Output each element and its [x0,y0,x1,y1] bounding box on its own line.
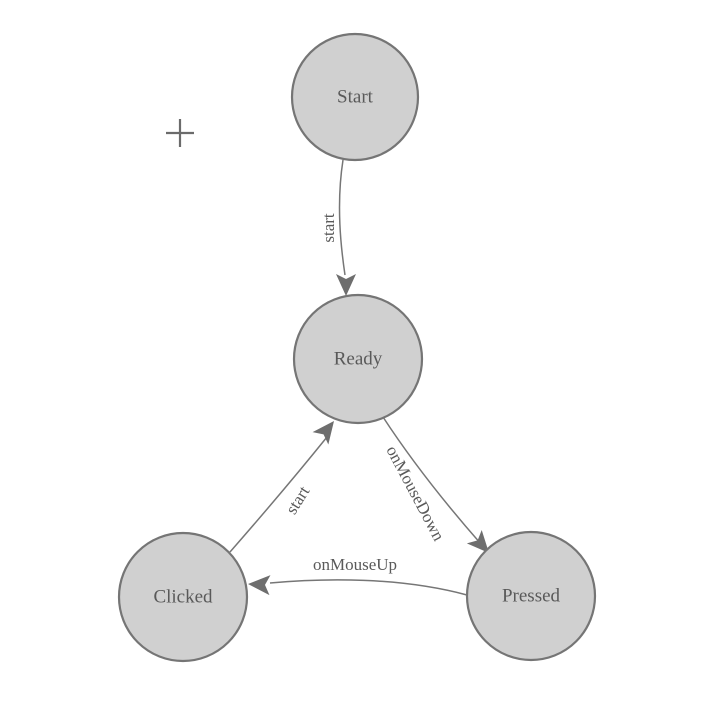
node-label-ready: Ready [334,348,383,369]
node-circle-clicked[interactable] [117,531,249,663]
arrow-head-icon-start-to-ready [336,274,356,296]
arrow-head-icon-clicked-to-ready [312,421,334,445]
edge-label-pressed-to-clicked[interactable]: onMouseUp [313,555,397,574]
node-circle-ready[interactable] [292,293,424,425]
edge-label-clicked-to-ready[interactable]: start [282,482,314,517]
node-ready[interactable]: Ready [292,293,424,425]
crosshair-marker [166,119,194,147]
edge-line-clicked-to-ready[interactable] [229,436,328,553]
edge-line-pressed-to-clicked[interactable] [269,579,468,596]
arrow-head-icon-pressed-to-clicked [248,575,271,596]
node-label-pressed: Pressed [502,585,561,606]
edge-label-start-to-ready[interactable]: start [319,213,338,243]
node-label-start: Start [337,86,374,107]
node-clicked[interactable]: Clicked [117,531,249,663]
edge-pressed-to-clicked[interactable]: onMouseUp [247,555,468,596]
node-start[interactable]: Start [290,32,420,162]
node-pressed[interactable]: Pressed [465,530,597,662]
edge-start-to-ready[interactable]: start [319,159,356,296]
edge-ready-to-pressed[interactable]: onMouseDown [382,416,496,560]
node-circle-start[interactable] [290,32,420,162]
edge-line-ready-to-pressed[interactable] [382,416,482,545]
node-label-clicked: Clicked [153,586,213,607]
arrow-head-icon-ready-to-pressed [466,529,489,553]
edge-clicked-to-ready[interactable]: start [229,415,342,553]
node-circle-pressed[interactable] [465,530,597,662]
edge-line-start-to-ready[interactable] [338,159,346,276]
